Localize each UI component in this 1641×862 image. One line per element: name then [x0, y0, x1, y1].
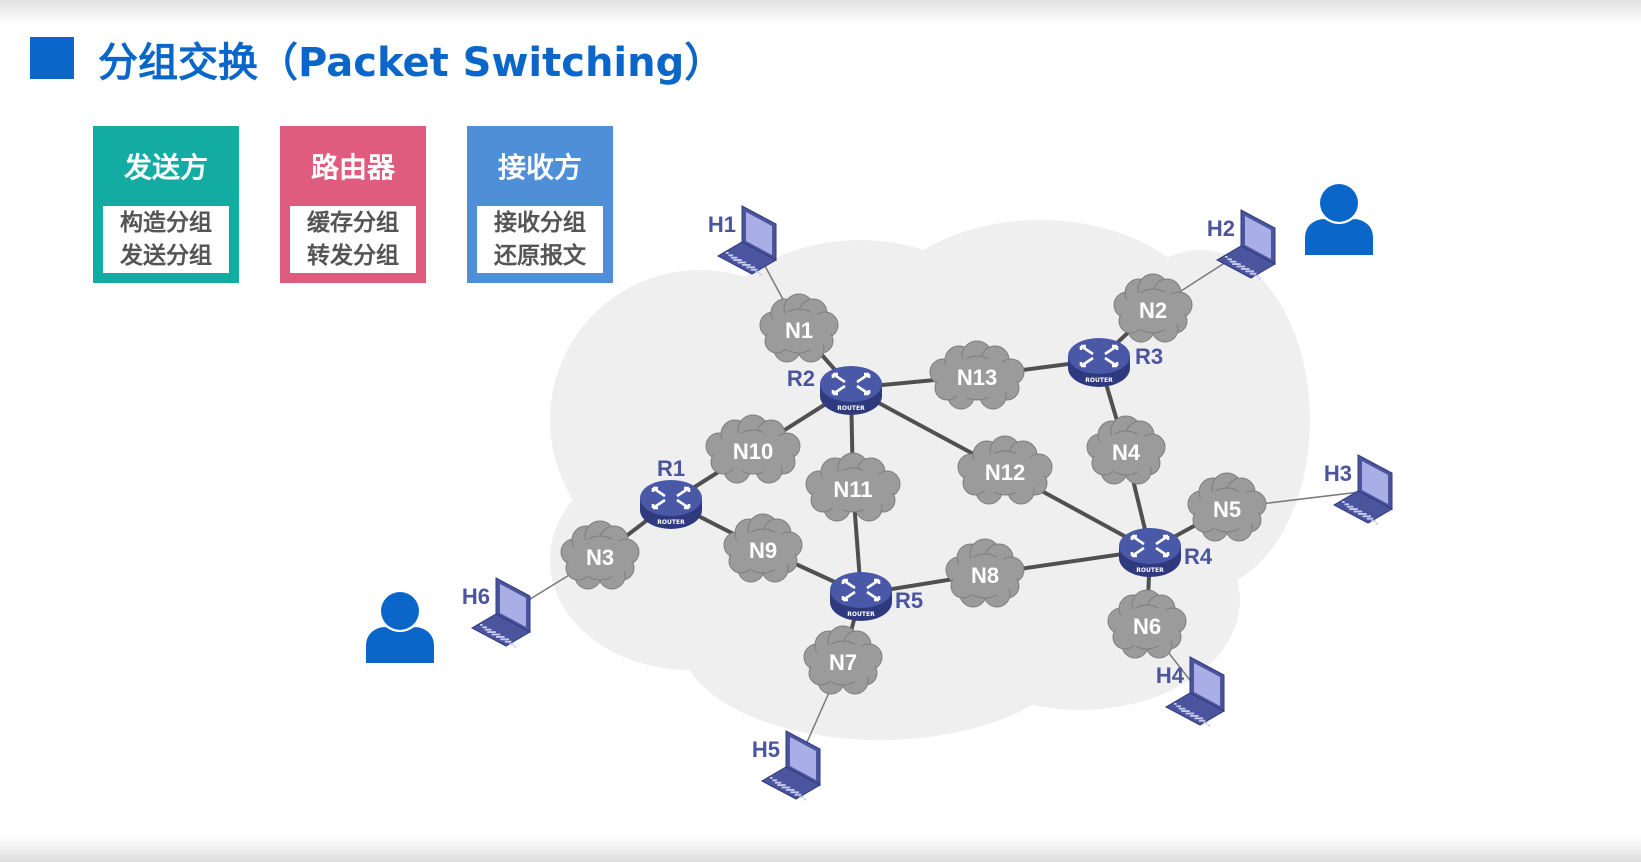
- laptop-icon: [1164, 656, 1226, 727]
- subnet-N4: N4: [1086, 415, 1166, 485]
- laptop-icon: [716, 205, 778, 276]
- router-label: R1: [657, 456, 685, 481]
- role-desc-receiver: 接收分组 还原报文: [477, 206, 603, 273]
- subnet-label: N11: [833, 477, 872, 502]
- subnet-N6: N6: [1107, 589, 1187, 659]
- host-label: H6: [462, 584, 490, 609]
- router-label: R5: [895, 588, 923, 613]
- subnet-N5: N5: [1187, 472, 1267, 542]
- role-line: 发送分组: [120, 242, 212, 269]
- subnet-label: N8: [971, 563, 999, 588]
- laptop-icon: [1215, 209, 1277, 280]
- subnet-label: N2: [1139, 298, 1167, 323]
- host-label: H2: [1207, 216, 1235, 241]
- subnet-label: N7: [829, 650, 857, 675]
- router-badge: ROUTER: [1136, 567, 1164, 574]
- role-title-receiver: 接收方: [497, 151, 582, 184]
- subnet-N10: N10: [705, 414, 801, 484]
- user-icon: [1303, 184, 1375, 257]
- subnet-N1: N1: [759, 293, 839, 363]
- subnet-N7: N7: [803, 625, 883, 695]
- subnet-N9: N9: [723, 513, 803, 583]
- router-badge: ROUTER: [657, 519, 685, 526]
- router-label: R4: [1184, 544, 1213, 569]
- subnet-N8: N8: [945, 538, 1025, 608]
- host-H5: H5: [752, 730, 822, 801]
- router-R1: ROUTER R1: [640, 456, 702, 529]
- top-shade: [0, 0, 1641, 24]
- role-box-sender: 发送方 构造分组 发送分组: [93, 126, 239, 283]
- subnet-N11: N11: [805, 452, 901, 522]
- subnet-label: N5: [1213, 497, 1241, 522]
- role-line: 转发分组: [307, 242, 399, 269]
- host-label: H3: [1324, 461, 1352, 486]
- subnet-N3: N3: [560, 520, 640, 590]
- router-arrows-icon: [831, 372, 871, 396]
- role-line: 缓存分组: [307, 209, 399, 236]
- subnet-label: N12: [985, 460, 1025, 485]
- subnet-label: N4: [1112, 440, 1141, 465]
- router-arrows-icon: [1079, 344, 1119, 368]
- subnet-label: N13: [957, 365, 997, 390]
- router-arrows-icon: [651, 486, 691, 510]
- users: [364, 184, 1375, 665]
- host-H6: H6: [462, 577, 532, 648]
- router-arrows-icon: [841, 578, 881, 602]
- role-title-router: 路由器: [310, 151, 395, 184]
- subnet-N12: N12: [957, 435, 1053, 505]
- router-R5: ROUTER R5: [830, 572, 923, 621]
- role-line: 接收分组: [494, 209, 586, 236]
- host-label: H4: [1156, 663, 1185, 688]
- role-line: 还原报文: [494, 242, 586, 269]
- subnet-label: N10: [733, 439, 773, 464]
- router-arrows-icon: [1130, 534, 1170, 558]
- subnet-N13: N13: [929, 340, 1025, 410]
- router-badge: ROUTER: [837, 405, 865, 412]
- laptop-icon: [470, 577, 532, 648]
- router-label: R3: [1135, 344, 1163, 369]
- laptop-icon: [760, 730, 822, 801]
- subnet-N2: N2: [1113, 273, 1193, 343]
- role-desc-sender: 构造分组 发送分组: [103, 206, 229, 273]
- role-title-sender: 发送方: [123, 151, 208, 184]
- role-box-router: 路由器 缓存分组 转发分组: [280, 126, 426, 283]
- host-H2: H2: [1207, 209, 1277, 280]
- router-badge: ROUTER: [1085, 377, 1113, 384]
- router-label: R2: [787, 366, 815, 391]
- role-desc-router: 缓存分组 转发分组: [290, 206, 416, 273]
- router-R3: ROUTER R3: [1068, 338, 1163, 387]
- subnet-label: N9: [749, 538, 777, 563]
- user-icon: [364, 592, 436, 665]
- subnet-label: N6: [1133, 614, 1161, 639]
- router-R2: ROUTER R2: [787, 366, 882, 415]
- router-R4: ROUTER R4: [1119, 528, 1213, 577]
- title-bullet-square: [30, 37, 74, 79]
- role-box-receiver: 接收方 接收分组 还原报文: [467, 126, 613, 283]
- host-label: H1: [708, 212, 736, 237]
- slide-title: 分组交换（Packet Switching）: [98, 40, 725, 86]
- host-H3: H3: [1324, 454, 1394, 525]
- role-line: 构造分组: [120, 209, 212, 236]
- host-H4: H4: [1156, 656, 1226, 727]
- laptop-icon: [1332, 454, 1394, 525]
- subnet-label: N1: [785, 318, 813, 343]
- host-H1: H1: [708, 205, 778, 276]
- router-badge: ROUTER: [847, 611, 875, 618]
- subnet-label: N3: [586, 545, 614, 570]
- host-label: H5: [752, 737, 780, 762]
- bottom-shade: [0, 836, 1641, 862]
